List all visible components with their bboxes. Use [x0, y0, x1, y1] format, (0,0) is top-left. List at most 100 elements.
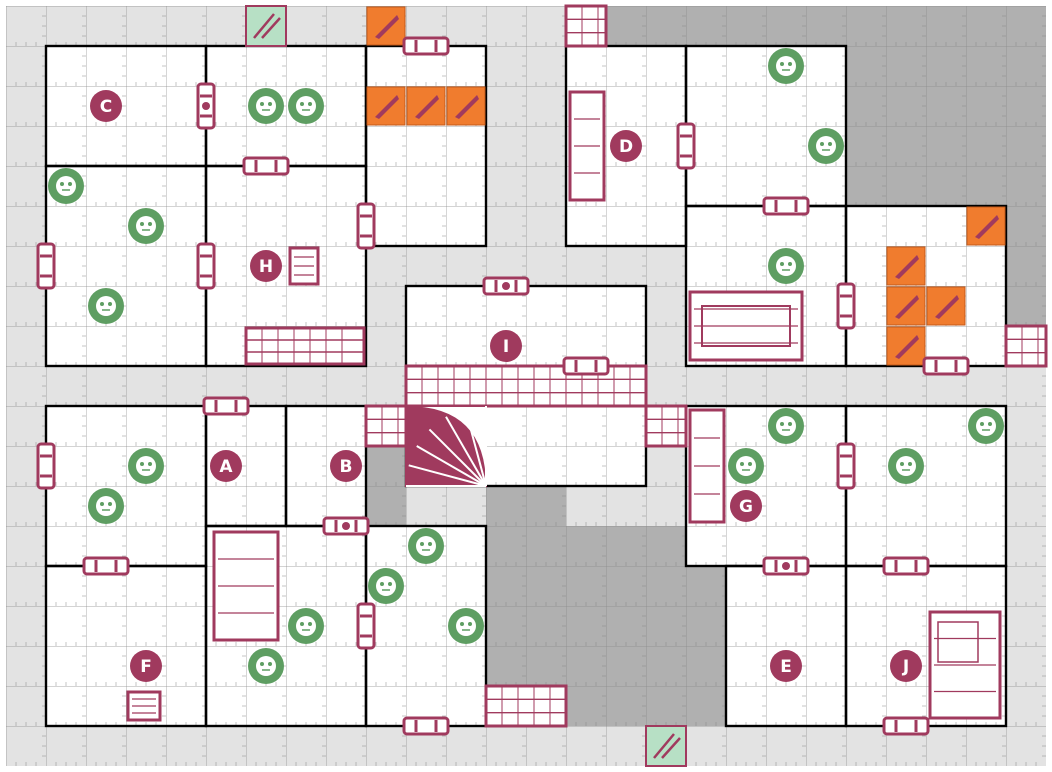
- room-label-e[interactable]: E: [770, 650, 802, 682]
- weapon-rack[interactable]: [568, 90, 606, 202]
- staircase-step: [428, 428, 487, 487]
- mummy-eye: [748, 462, 752, 466]
- trap-tile[interactable]: [366, 86, 406, 126]
- trap-tile[interactable]: [886, 326, 926, 366]
- staircase-step: [408, 464, 487, 487]
- door[interactable]: [402, 716, 450, 736]
- room-label-b[interactable]: B: [330, 450, 362, 482]
- locked-door[interactable]: [482, 276, 530, 296]
- monsters[interactable]: [48, 48, 1004, 684]
- room-labels: C D H I A B G F E J: [90, 90, 922, 682]
- skeleton-icon[interactable]: [768, 48, 804, 84]
- staircase[interactable]: [405, 405, 487, 487]
- stairway-exit-mark: [653, 733, 681, 759]
- goblin-icon[interactable]: [128, 208, 164, 244]
- orc-eye: [908, 462, 912, 466]
- staircase-step: [464, 408, 487, 487]
- door[interactable]: [922, 356, 970, 376]
- door-frame: [562, 356, 610, 376]
- room-label-c[interactable]: C: [90, 90, 122, 122]
- goblin-icon[interactable]: [88, 288, 124, 324]
- door[interactable]: [882, 716, 930, 736]
- trap-tile[interactable]: [406, 86, 446, 126]
- door-frame: [242, 156, 290, 176]
- door[interactable]: [196, 242, 216, 290]
- door[interactable]: [36, 442, 56, 490]
- stairway-exit[interactable]: [245, 5, 287, 47]
- door[interactable]: [402, 36, 450, 56]
- fimir-eye: [780, 422, 784, 426]
- orc-icon[interactable]: [248, 88, 284, 124]
- mummy-icon[interactable]: [728, 448, 764, 484]
- room-label-d[interactable]: D: [610, 130, 642, 162]
- fimir-icon[interactable]: [768, 408, 804, 444]
- mummy-eye: [740, 462, 744, 466]
- trap-tile-mark: [375, 95, 399, 119]
- fimir-icon[interactable]: [88, 488, 124, 524]
- stone-block-bottom-outline: [484, 684, 568, 728]
- door[interactable]: [356, 202, 376, 250]
- room-label-f-text: F: [140, 657, 152, 677]
- goblin-icon[interactable]: [248, 648, 284, 684]
- spider-face: [136, 456, 156, 476]
- tomb[interactable]: [688, 290, 804, 362]
- trap-tile[interactable]: [966, 206, 1006, 246]
- skeleton-face: [776, 56, 796, 76]
- trap-tile[interactable]: [366, 6, 406, 46]
- spider-icon[interactable]: [448, 608, 484, 644]
- stairway-exit[interactable]: [645, 725, 687, 767]
- orc-face: [296, 96, 316, 116]
- treasure-chest[interactable]: [126, 690, 162, 722]
- goblin-face: [96, 296, 116, 316]
- zombie-face: [776, 256, 796, 276]
- door[interactable]: [762, 196, 810, 216]
- zombie-eye: [780, 262, 784, 266]
- room-label-d-text: D: [619, 137, 633, 157]
- door[interactable]: [676, 122, 696, 170]
- trap-tile[interactable]: [886, 286, 926, 326]
- door[interactable]: [82, 556, 130, 576]
- door[interactable]: [882, 556, 930, 576]
- doors[interactable]: [36, 36, 970, 736]
- door[interactable]: [562, 356, 610, 376]
- locked-door[interactable]: [762, 556, 810, 576]
- locked-door[interactable]: [196, 82, 216, 130]
- stone-block-left: [364, 404, 408, 448]
- door[interactable]: [836, 442, 856, 490]
- goblin-icon[interactable]: [48, 168, 84, 204]
- goblin-icon[interactable]: [288, 608, 324, 644]
- trap-tile[interactable]: [886, 246, 926, 286]
- sorcerers-desk[interactable]: [928, 610, 1002, 720]
- orc-eye: [268, 102, 272, 106]
- room-label-i[interactable]: I: [490, 330, 522, 362]
- door[interactable]: [242, 156, 290, 176]
- door[interactable]: [202, 396, 250, 416]
- door[interactable]: [356, 602, 376, 650]
- door[interactable]: [836, 282, 856, 330]
- room-label-a[interactable]: A: [210, 450, 242, 482]
- locked-door[interactable]: [322, 516, 370, 536]
- door[interactable]: [36, 242, 56, 290]
- skeleton-icon[interactable]: [808, 128, 844, 164]
- spider-icon[interactable]: [128, 448, 164, 484]
- orc-icon[interactable]: [888, 448, 924, 484]
- room-label-g[interactable]: G: [730, 490, 762, 522]
- room-label-f[interactable]: F: [130, 650, 162, 682]
- mummy-icon[interactable]: [968, 408, 1004, 444]
- goblin-eye: [100, 302, 104, 306]
- bookcase[interactable]: [688, 408, 726, 524]
- goblin-eye: [260, 662, 264, 666]
- room-label-j[interactable]: J: [890, 650, 922, 682]
- trap-tile-mark: [375, 15, 399, 39]
- trap-tile[interactable]: [926, 286, 966, 326]
- trap-tile-mark: [895, 335, 919, 359]
- orc-icon[interactable]: [368, 568, 404, 604]
- orc-icon[interactable]: [408, 528, 444, 564]
- traps[interactable]: [366, 6, 1006, 366]
- alchemist-table[interactable]: [212, 530, 280, 642]
- cupboard[interactable]: [288, 246, 320, 286]
- orc-icon[interactable]: [288, 88, 324, 124]
- room-label-h[interactable]: H: [250, 250, 282, 282]
- trap-tile[interactable]: [446, 86, 486, 126]
- zombie-icon[interactable]: [768, 248, 804, 284]
